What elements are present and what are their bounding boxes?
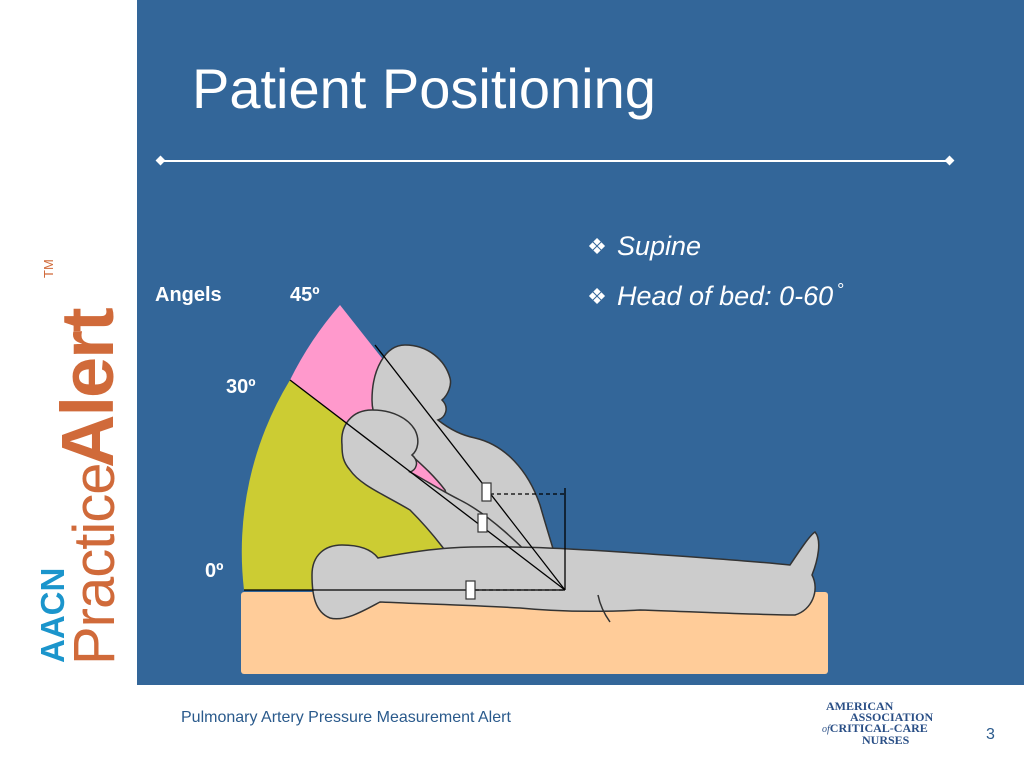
slide-title: Patient Positioning [192,57,656,120]
diamond-cluster-icon: ❖ [587,234,607,259]
label-45-degrees: 45º [290,284,320,306]
reference-lines [244,344,566,591]
degree-symbol: ° [837,280,845,300]
bullet-supine: ❖ Supine [583,230,844,280]
bed [241,592,828,674]
bullet-text: Supine [617,231,702,261]
label-angles-heading: Angels [155,284,222,306]
patient-positioning-diagram [241,305,828,674]
bullet-head-of-bed: ❖ Head of bed: 0-60° [583,280,844,330]
title-divider [160,160,950,162]
figure-30-degrees [341,409,567,591]
diamond-cluster-icon: ❖ [587,284,607,309]
bullet-text: Head of bed: 0-60° [617,280,845,311]
footer-title: Pulmonary Artery Pressure Measurement Al… [181,709,511,726]
label-30-degrees: 30º [226,376,256,398]
bullet-list: ❖ Supine ❖ Head of bed: 0-60° [583,230,844,330]
aacn-organization-logo: American Association ofCritical-Care Nur… [822,699,934,747]
label-0-degrees: 0º [205,560,224,582]
transducer-markers [465,482,492,600]
page-number: 3 [986,726,995,743]
sidebar: AACN Practice Alert TM [0,0,137,685]
